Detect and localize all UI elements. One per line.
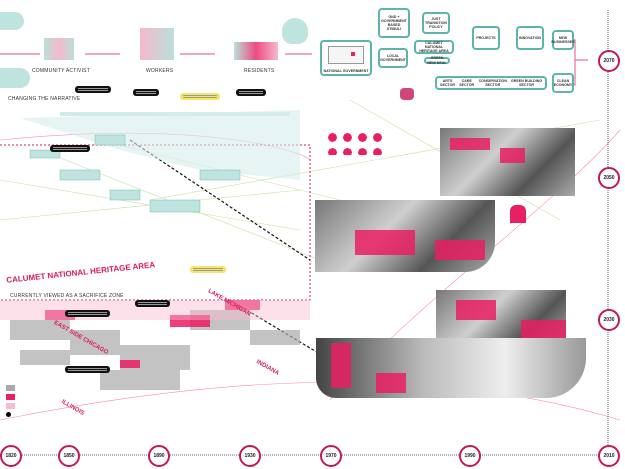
- year-1930: 1930: [239, 445, 261, 467]
- clean-economy-box: CLEAN ECONOMY: [552, 73, 574, 93]
- actor-workers: WORKERS: [146, 68, 174, 74]
- annotation-bubble: [75, 86, 111, 93]
- sectors-box: ARTS SECTOR CARE SECTOR CONSERVATION SEC…: [435, 76, 547, 90]
- annotation-bubble-highlight: [180, 93, 220, 100]
- year-2050: 2050: [598, 167, 620, 189]
- residents-figure: [234, 42, 278, 60]
- heritage-area-box: CALUMET NATIONAL HERITAGE AREA: [414, 40, 454, 54]
- local-government-box: LOCAL GOVERNMENT: [378, 48, 408, 68]
- just-transition-policy-box: JUST TRANSITION POLICY: [422, 12, 450, 34]
- annotation-bubble: [65, 366, 110, 373]
- sector-arts: ARTS SECTOR: [440, 78, 455, 87]
- annotation-bubble: [65, 310, 110, 317]
- workers-figure: [140, 28, 174, 60]
- green-new-deal-box: GREEN NEW DEAL: [424, 56, 450, 65]
- hand-icon: [0, 68, 30, 88]
- innovation-box: INNOVATION: [516, 26, 544, 50]
- photo-bridge-2050: [315, 200, 495, 272]
- year-2030: 2030: [598, 309, 620, 331]
- year-2070: 2070: [598, 50, 620, 72]
- actor-residents: RESIDENTS: [244, 68, 275, 74]
- year-1890: 1890: [148, 445, 170, 467]
- year-1820: 1820: [0, 445, 22, 467]
- annotation-bubble: [135, 300, 170, 307]
- annotation-bubble-highlight: [190, 266, 226, 273]
- tank-illustration: [510, 205, 526, 223]
- projects-box: PROJECTS: [472, 26, 500, 50]
- photo-park-2050: [440, 128, 575, 196]
- photo-mural-2010: [316, 338, 586, 398]
- community-activist-figure: [44, 38, 74, 60]
- national-government-label: NATIONAL GOVERNMENT: [323, 68, 369, 73]
- year-1990: 1990: [459, 445, 481, 467]
- changing-the-narrative-label: CHANGING THE NARRATIVE: [8, 96, 81, 102]
- hand-icon: [0, 12, 24, 30]
- actor-community-activist: COMMUNITY ACTIVIST: [32, 68, 90, 74]
- us-map-icon: [328, 46, 364, 64]
- year-1850: 1850: [58, 445, 80, 467]
- annotation-bubble: [236, 89, 266, 96]
- annotation-bubble: [50, 145, 90, 152]
- year-2010-bottom: 2010: [598, 445, 620, 467]
- year-1970: 1970: [320, 445, 342, 467]
- sector-conservation: CONSERVATION SECTOR: [478, 78, 507, 87]
- stimuli-box: GND + GOVERNMENT BASED STIMULI: [378, 8, 410, 38]
- tanks-illustration: [325, 130, 385, 155]
- tanks-illustration: [400, 88, 414, 100]
- annotation-bubble: [133, 89, 159, 96]
- sector-green-building: GREEN BUILDING SECTOR: [510, 78, 543, 87]
- legend: [6, 385, 15, 417]
- sector-care: CARE SECTOR: [459, 78, 475, 87]
- sacrifice-zone-label: CURRENTLY VIEWED AS A SACRIFICE ZONE: [10, 293, 124, 299]
- hand-with-tree-icon: [282, 18, 308, 44]
- new-businesses-box: NEW BUSINESSES: [551, 30, 575, 50]
